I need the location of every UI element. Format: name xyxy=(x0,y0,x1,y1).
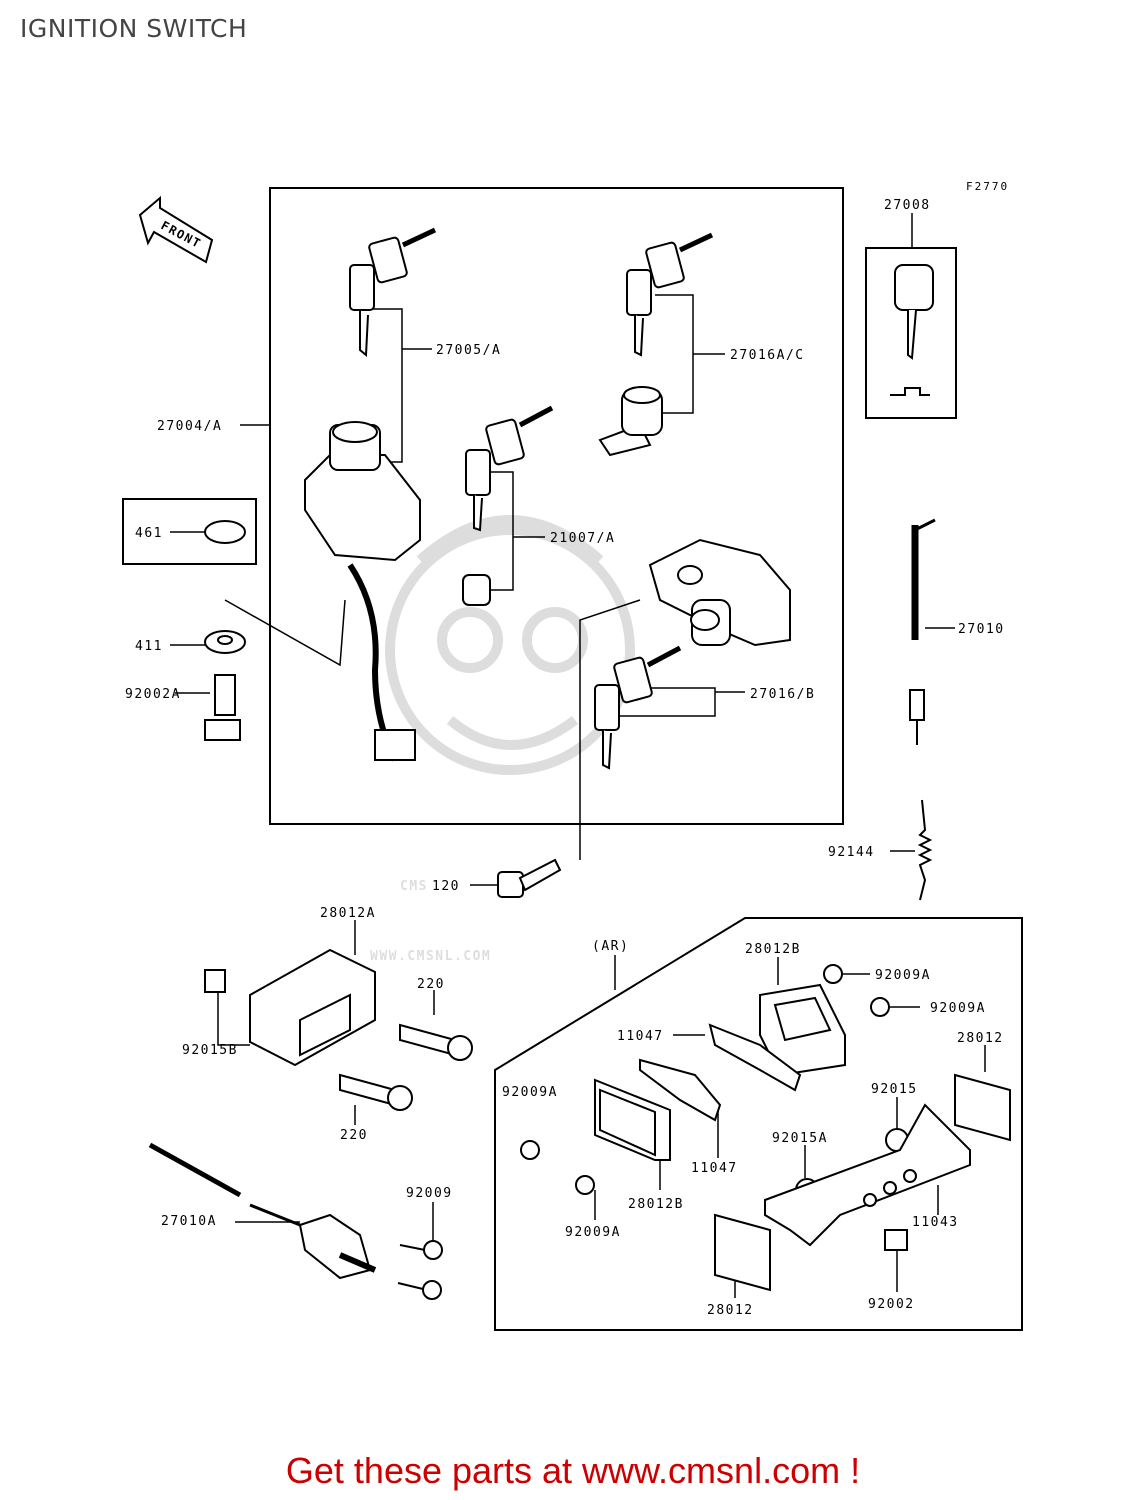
leader-lines xyxy=(170,213,986,1298)
part-label: 27008 xyxy=(884,198,931,213)
washer-frame xyxy=(122,498,257,565)
reflector-bracket-icon xyxy=(759,983,846,1077)
part-label: 92009A xyxy=(875,968,931,983)
watermark-brand: CMS xyxy=(400,879,428,894)
part-label: 27010A xyxy=(161,1214,217,1229)
stop-switch-icon xyxy=(148,1142,377,1280)
key-set-icon-21007 xyxy=(465,405,554,532)
seat-lock-icon xyxy=(598,386,663,457)
part-labels: 27008 27005/A 27016A/C 27004/A 461 21007… xyxy=(125,198,1005,1318)
part-label: 28012 xyxy=(957,1031,1004,1046)
cap-icon xyxy=(462,574,491,606)
main-assembly-frame xyxy=(269,187,844,825)
bracket-11043-icon xyxy=(764,1103,971,1247)
part-drawings xyxy=(148,227,1011,1300)
page-title: IGNITION SWITCH xyxy=(20,14,248,43)
part-label: 92144 xyxy=(828,845,875,860)
key-blank-icon xyxy=(890,264,934,396)
bolt-220-icons xyxy=(339,1023,473,1111)
part-label: 27005/A xyxy=(436,343,501,358)
part-label: 28012B xyxy=(628,1197,684,1212)
part-label: 411 xyxy=(135,639,163,654)
part-label: 92009A xyxy=(502,1085,558,1100)
reflector-housing-icon xyxy=(204,948,376,1067)
part-label: 27016A/C xyxy=(730,348,805,363)
key-set-icon-27016b xyxy=(594,645,682,770)
part-label: 28012B xyxy=(745,942,801,957)
part-label: 21007/A xyxy=(550,531,615,546)
reflector-bottom-icon xyxy=(714,1213,771,1292)
part-label: 28012 xyxy=(707,1303,754,1318)
ar-assembly-frame xyxy=(494,917,1023,1331)
part-label: 220 xyxy=(417,977,445,992)
part-label: 120 xyxy=(432,879,460,894)
spring-icon xyxy=(917,799,933,901)
bolt-92002a-icon xyxy=(204,674,241,741)
reflector-right-icon xyxy=(954,1073,1011,1142)
part-label: 11047 xyxy=(617,1029,664,1044)
key-set-icon-27005 xyxy=(349,227,437,358)
ignition-switch-icon xyxy=(304,421,421,762)
part-label: 92009A xyxy=(565,1225,621,1240)
reflector-mount-icon xyxy=(594,1078,671,1161)
part-label: 28012A xyxy=(320,906,376,921)
part-label: 461 xyxy=(135,526,163,541)
ar-label: (AR) xyxy=(592,939,629,954)
part-label: 92009A xyxy=(930,1001,986,1016)
part-label: 11043 xyxy=(912,1215,959,1230)
part-label: 220 xyxy=(340,1128,368,1143)
part-label: 92002A xyxy=(125,687,181,702)
washer-461-icon xyxy=(204,520,246,544)
figure-code: F2770 xyxy=(966,180,1009,193)
part-label: 27016/B xyxy=(750,687,815,702)
part-label: 11047 xyxy=(691,1161,738,1176)
front-arrow-icon: FRONT xyxy=(138,195,214,264)
switch-wire-icon xyxy=(909,518,936,745)
part-label: 27004/A xyxy=(157,419,222,434)
footer-link-text[interactable]: Get these parts at www.cmsnl.com ! xyxy=(285,1450,861,1491)
bolt-120-icon xyxy=(497,858,562,898)
key-set-icon-27016a xyxy=(626,232,714,357)
part-label: 92015B xyxy=(182,1043,238,1058)
part-label: 92015 xyxy=(871,1082,918,1097)
helmet-lock-icon xyxy=(648,538,791,647)
key-blank-frame xyxy=(865,247,957,419)
plate-11047-icon xyxy=(708,1023,802,1092)
part-label: 92009 xyxy=(406,1186,453,1201)
watermark-url: WWW.CMSNL.COM xyxy=(370,949,491,964)
part-label: 92002 xyxy=(868,1297,915,1312)
watermark: CMS WWW.CMSNL.COM xyxy=(370,515,635,964)
part-label: 92015A xyxy=(772,1131,828,1146)
part-label: 27010 xyxy=(958,622,1005,637)
